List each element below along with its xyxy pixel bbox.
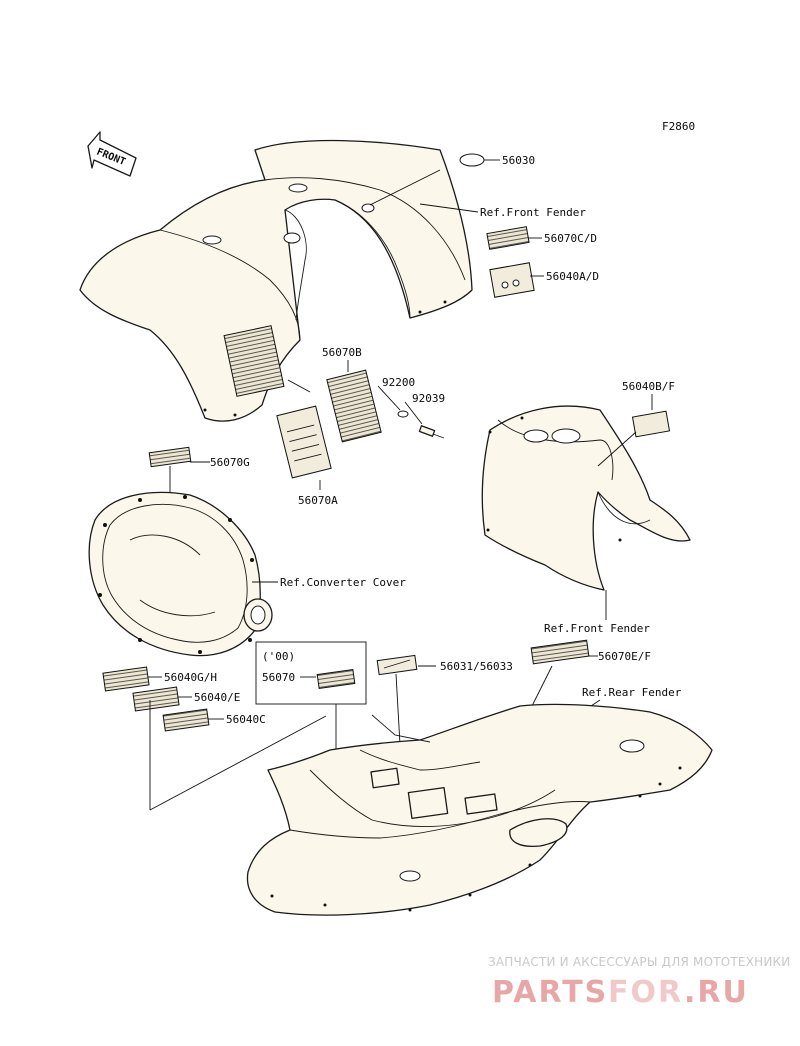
decal-56040-e [132, 686, 180, 712]
watermark-brand-for: FOR [608, 975, 683, 1010]
converter-cover [88, 491, 273, 657]
decal-56070c-d [486, 226, 530, 250]
callout-56031-56033: 56031/56033 [440, 660, 513, 673]
ref-front-fender-top: Ref.Front Fender [480, 206, 586, 219]
callout-56040b-f: 56040B/F [622, 380, 675, 393]
decal-56040b-f [631, 410, 671, 438]
watermark-tagline: ЗАПЧАСТИ И АКСЕССУАРЫ ДЛЯ МОТОТЕХНИКИ [488, 955, 790, 969]
callout-56070: 56070 [262, 671, 295, 684]
callout-56040c: 56040C [226, 713, 266, 726]
callout-56070b: 56070B [322, 346, 362, 359]
watermark-brand-ru: .RU [684, 975, 749, 1010]
decal-56040g-h [102, 666, 150, 692]
rivet-92039 [418, 425, 445, 439]
callout-92039: 92039 [412, 392, 445, 405]
fender-decal-area [223, 325, 285, 397]
ref-converter-cover: Ref.Converter Cover [280, 576, 406, 589]
callout-56070e-f: 56070E/F [598, 650, 651, 663]
decal-56070 [316, 668, 356, 690]
decal-56031-56033 [376, 654, 418, 676]
washer-92200 [397, 410, 409, 418]
front-fender-top [79, 139, 473, 422]
callout-56070a: 56070A [298, 494, 338, 507]
callout-56070c-d: 56070C/D [544, 232, 597, 245]
callout-56030: 56030 [502, 154, 535, 167]
front-fender-mid [481, 405, 691, 591]
callout-92200: 92200 [382, 376, 415, 389]
callout-56040-e: 56040/E [194, 691, 240, 704]
watermark-brand-parts: PARTS [492, 975, 608, 1010]
year-note-box [255, 641, 367, 705]
decal-56070b [326, 369, 382, 443]
year-note: ('00) [262, 650, 295, 663]
figure-code: F2860 [662, 120, 695, 133]
decal-56070a [276, 405, 332, 479]
callout-56040g-h: 56040G/H [164, 671, 217, 684]
decal-56040a-d [489, 262, 535, 298]
front-arrow-icon: FRONT [87, 131, 137, 177]
decal-56070e-f [530, 639, 590, 665]
decal-56070g [148, 446, 192, 468]
rear-fender [246, 703, 713, 916]
ref-rear-fender: Ref.Rear Fender [582, 686, 682, 699]
callout-56070g: 56070G [210, 456, 250, 469]
grommet-56030 [459, 153, 485, 167]
callout-56040a-d: 56040A/D [546, 270, 599, 283]
decal-56040c [162, 708, 210, 732]
ref-front-fender-mid: Ref.Front Fender [544, 622, 650, 635]
watermark-logo: PARTS FOR .RU [492, 975, 749, 1010]
